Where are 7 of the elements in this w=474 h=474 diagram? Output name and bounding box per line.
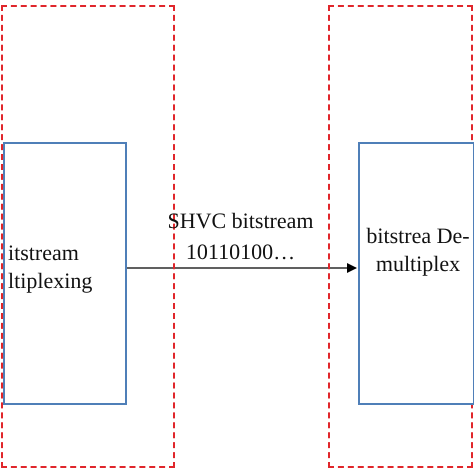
process-box: [3, 142, 127, 405]
box-text: bitstrea De- multiplex: [366, 222, 470, 278]
dashed-region: [328, 5, 473, 468]
arrow: [125, 263, 357, 273]
edge-label: SHVC bitstream 10110100…: [166, 207, 315, 266]
process-box: [358, 142, 474, 405]
box-text: itstream ltiplexing: [8, 239, 94, 295]
